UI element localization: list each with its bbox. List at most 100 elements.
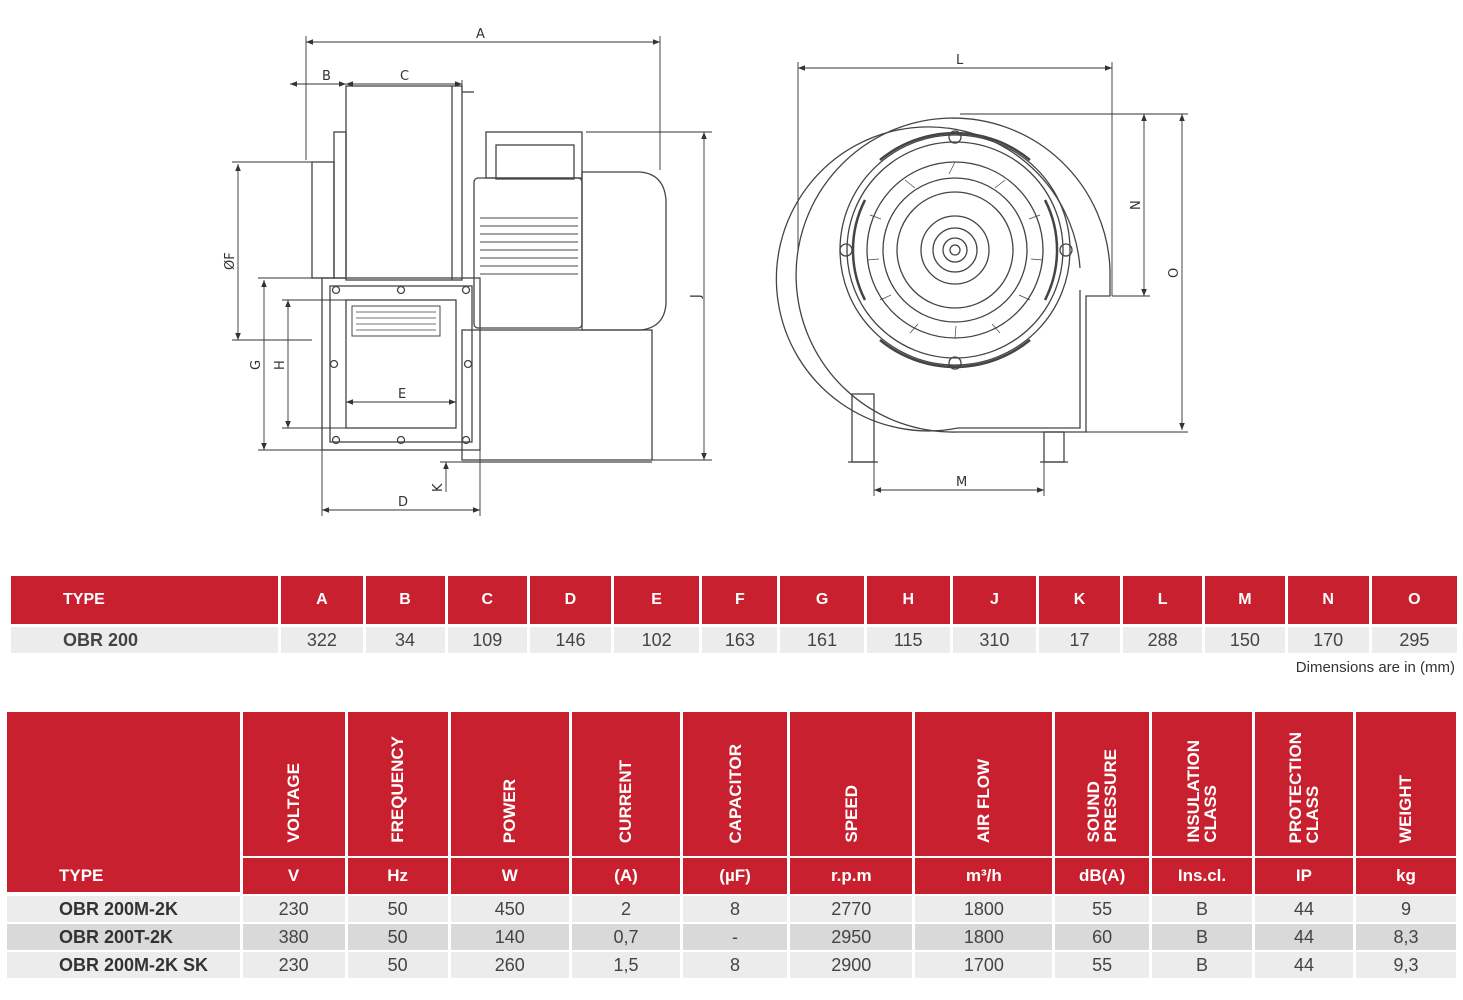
el-cell: 8 [683,894,788,922]
dim-header-d: D [529,576,612,624]
el-header-frequency: FREQUENCY [347,712,448,858]
el-header-insulation-class-label: INSULATION CLASS [1184,740,1221,843]
dimensions-table: TYPE A B C D E F G H J K L M N O OBR 200… [8,576,1460,653]
el-unit-protection-class: IP [1255,858,1353,894]
dim-header-a: A [281,576,363,624]
el-cell: 55 [1055,894,1150,922]
dim-cell-a: 322 [281,624,363,653]
el-header-air-flow-label: AIR FLOW [974,758,994,843]
el-header-type: TYPE [7,712,240,894]
dim-label-o: O [1167,268,1182,278]
front-view [775,117,1111,463]
el-cell: B [1152,894,1252,922]
el-cell: 2770 [790,894,913,922]
el-unit-voltage: V [242,858,345,894]
el-unit-weight: kg [1355,858,1456,894]
dim-header-h: H [866,576,950,624]
dim-header-f: F [702,576,778,624]
el-unit-sound-pressure: dB(A) [1055,858,1150,894]
electrical-unit-row: V Hz W (A) (µF) r.p.m m³/h dB(A) Ins.cl.… [7,858,1456,894]
el-header-power: POWER [450,712,569,858]
el-header-sound-pressure-label: SOUND PRESSURE [1084,749,1121,843]
dim-cell-d: 146 [529,624,612,653]
dim-cell-k: 17 [1038,624,1121,653]
table-row: OBR 200M-2K 230 50 450 2 8 2770 1800 55 … [7,894,1456,922]
el-cell: 9 [1355,894,1456,922]
dim-label-d: D [398,495,408,510]
el-cell: 1700 [915,950,1053,978]
side-view [311,85,667,463]
dim-label-h: H [273,360,288,370]
el-header-voltage: VOLTAGE [242,712,345,858]
el-cell: 50 [347,922,448,950]
el-cell: 44 [1255,950,1353,978]
el-header-capacitor-label: CAPACITOR [725,743,745,844]
el-header-insulation-class: INSULATION CLASS [1152,712,1252,858]
el-header-frequency-label: FREQUENCY [388,736,408,843]
el-cell: 230 [242,894,345,922]
dim-cell-m: 150 [1205,624,1285,653]
el-header-speed: SPEED [790,712,913,858]
dim-cell-j: 310 [952,624,1036,653]
el-cell: 44 [1255,894,1353,922]
dim-header-o: O [1371,576,1457,624]
electrical-header-row: TYPE VOLTAGE FREQUENCY POWER CURRENT CAP… [7,712,1456,894]
dim-header-type: TYPE [11,576,279,624]
el-cell: 2 [571,894,681,922]
dim-cell-f: 163 [702,624,778,653]
dim-label-l: L [956,53,964,68]
dim-label-b: B [322,69,331,84]
dim-label-f: ØF [223,252,238,270]
dim-label-k: K [431,483,446,492]
el-unit-current: (A) [571,858,681,894]
el-cell: B [1152,950,1252,978]
dim-label-c: C [400,69,409,84]
dim-header-n: N [1287,576,1369,624]
table-row: OBR 200T-2K 380 50 140 0,7 - 2950 1800 6… [7,922,1456,950]
dim-header-j: J [952,576,1036,624]
el-header-current-label: CURRENT [616,759,636,843]
dim-cell-e: 102 [614,624,700,653]
el-cell: B [1152,922,1252,950]
technical-drawing: A B C ØF J G H E D K L N O M [223,27,1188,516]
el-cell: 140 [450,922,569,950]
dim-label-m: M [956,475,967,490]
dim-header-e: E [614,576,700,624]
el-header-air-flow: AIR FLOW [915,712,1053,858]
el-cell: 9,3 [1355,950,1456,978]
el-cell: 230 [242,950,345,978]
dim-header-l: L [1123,576,1203,624]
el-unit-capacitor: (µF) [683,858,788,894]
el-cell: 1800 [915,894,1053,922]
dim-cell-h: 115 [866,624,950,653]
el-cell: 380 [242,922,345,950]
el-header-speed-label: SPEED [841,785,861,843]
el-cell: - [683,922,788,950]
dim-cell-type: OBR 200 [11,624,279,653]
table-row: OBR 200 322 34 109 146 102 163 161 115 3… [11,624,1457,653]
el-cell: 8 [683,950,788,978]
dim-label-n: N [1129,200,1144,210]
dimensions-header-row: TYPE A B C D E F G H J K L M N O [11,576,1457,624]
el-cell: 8,3 [1355,922,1456,950]
dimensions-unit-note: Dimensions are in (mm) [1295,659,1455,676]
dim-cell-g: 161 [780,624,864,653]
el-header-protection-class: PROTECTION CLASS [1255,712,1353,858]
table-row: OBR 200M-2K SK 230 50 260 1,5 8 2900 170… [7,950,1456,978]
dim-header-m: M [1205,576,1285,624]
el-cell: 50 [347,894,448,922]
dim-cell-n: 170 [1287,624,1369,653]
electrical-table: TYPE VOLTAGE FREQUENCY POWER CURRENT CAP… [4,712,1459,978]
dim-cell-l: 288 [1123,624,1203,653]
el-cell: 50 [347,950,448,978]
el-cell: 260 [450,950,569,978]
el-cell: 55 [1055,950,1150,978]
el-unit-insulation-class: Ins.cl. [1152,858,1252,894]
el-cell: 2950 [790,922,913,950]
el-cell: 60 [1055,922,1150,950]
el-header-protection-class-label: PROTECTION CLASS [1285,731,1322,843]
el-header-weight-label: WEIGHT [1396,775,1416,843]
dim-cell-c: 109 [447,624,527,653]
dim-header-k: K [1038,576,1121,624]
el-cell: 450 [450,894,569,922]
